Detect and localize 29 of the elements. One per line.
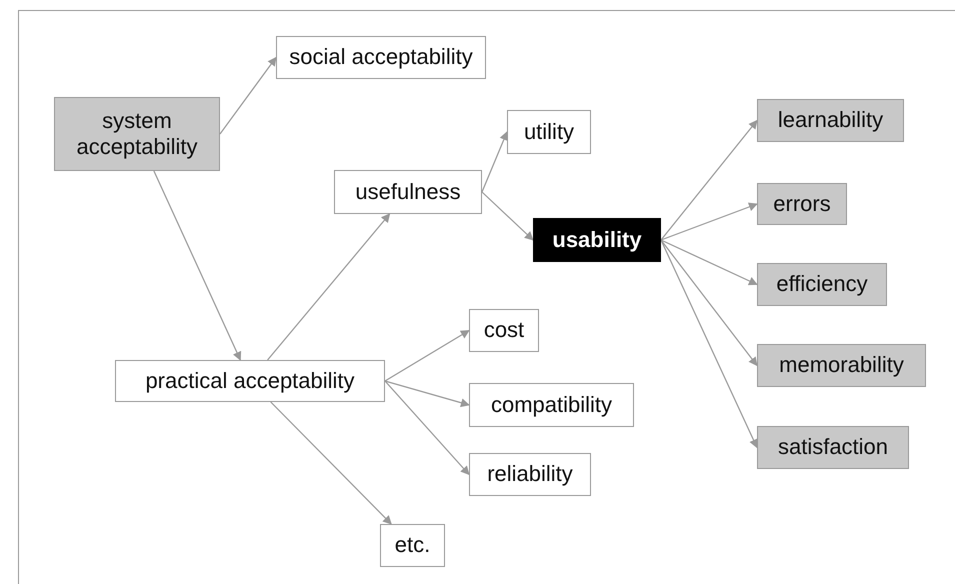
highlighted-concept-box: usability xyxy=(533,218,661,262)
concept-box: learnability xyxy=(757,99,904,142)
arrow xyxy=(267,213,390,360)
concept-box: reliability xyxy=(469,453,591,496)
concept-box: errors xyxy=(757,183,847,225)
arrow xyxy=(270,402,392,525)
concept-box: social acceptability xyxy=(276,36,486,79)
arrow xyxy=(660,240,758,366)
arrow xyxy=(384,380,470,408)
arrow xyxy=(481,131,508,192)
arrow xyxy=(660,239,758,286)
concept-box: practical acceptability xyxy=(115,360,385,402)
arrow xyxy=(482,192,534,241)
concept-box: cost xyxy=(469,309,539,352)
concept-box: system acceptability xyxy=(54,97,220,171)
concept-box: satisfaction xyxy=(757,426,909,469)
arrow xyxy=(660,120,758,240)
arrow xyxy=(660,202,758,241)
concept-box: efficiency xyxy=(757,263,887,306)
concept-box: utility xyxy=(507,110,591,154)
arrow xyxy=(153,170,242,361)
concept-box: compatibility xyxy=(469,383,634,427)
arrow xyxy=(220,56,277,134)
arrow xyxy=(660,240,758,448)
arrow xyxy=(384,330,470,382)
concept-box: usefulness xyxy=(334,170,482,214)
concept-box: memorability xyxy=(757,344,926,387)
concept-box: etc. xyxy=(380,524,445,567)
arrow xyxy=(384,380,470,476)
